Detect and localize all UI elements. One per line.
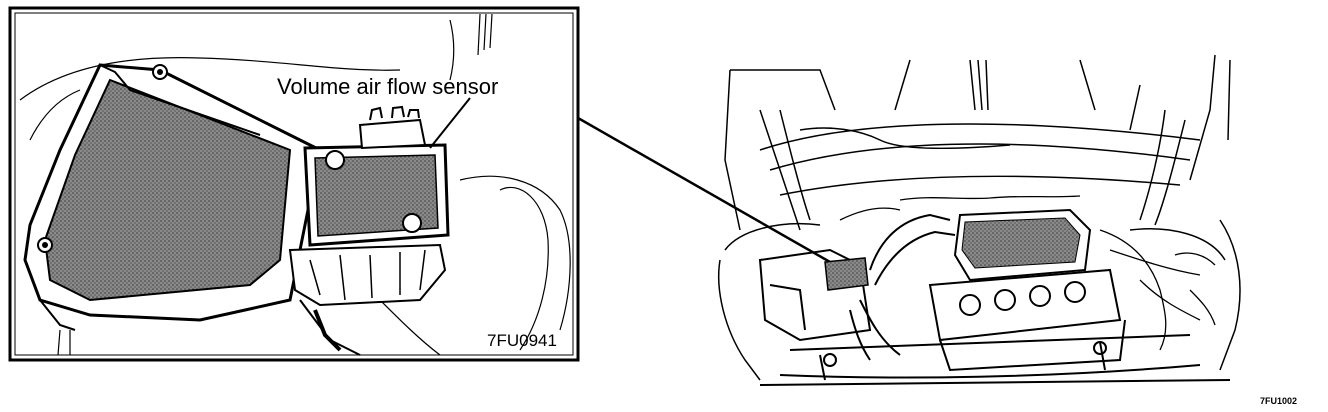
- engine-block: [928, 208, 1126, 372]
- cowl-panel: [759, 123, 1201, 196]
- hood-outline: [724, 54, 1231, 231]
- overview-figure-code: 7FU1002: [1260, 396, 1297, 406]
- fenders: [717, 219, 1241, 381]
- detail-inset: Volume air flow sensor 7FU0941: [8, 6, 580, 362]
- volume-air-flow-sensor: [288, 105, 450, 356]
- overview-air-cleaner: [758, 248, 872, 342]
- engine-bay-overview: [717, 54, 1241, 386]
- callout-leader-line: [429, 97, 471, 149]
- air-cleaner-housing: [23, 63, 322, 331]
- connector-pointer-line: [577, 116, 831, 264]
- detail-figure-code: 7FU0941: [487, 331, 557, 350]
- intake-duct: [849, 213, 956, 361]
- hoses-and-wiring: [839, 195, 1216, 351]
- callout-label: Volume air flow sensor: [277, 74, 498, 99]
- background-sketch: [19, 13, 571, 356]
- front-support: [759, 334, 1231, 386]
